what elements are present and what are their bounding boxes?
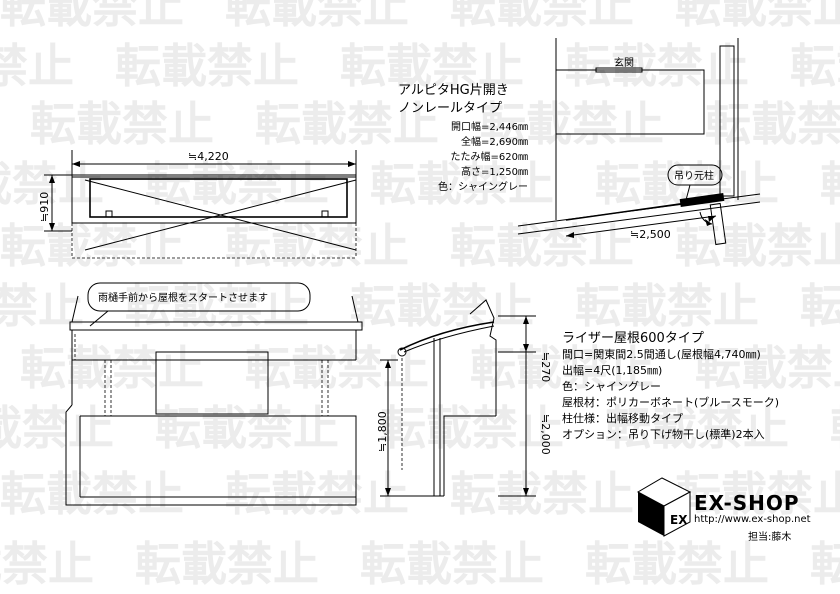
roof-side-view: ≒1,800 ≒270 ≒2,000 <box>376 299 552 497</box>
fence-spec-3: 高さ=1,250㎜ <box>461 165 528 178</box>
pillar-callout: 吊り元柱 <box>674 169 714 182</box>
fence-spec-0: 開口幅=2,446㎜ <box>451 120 528 133</box>
roof-spec-4: 柱仕様：出幅移動タイプ <box>562 411 683 425</box>
fence-title-line2: ノンレールタイプ <box>398 101 502 116</box>
fence-spec-2: たたみ幅=620㎜ <box>451 150 528 163</box>
fence-spec-4: 色：シャイングレー <box>438 180 528 193</box>
logo-url: http://www.ex-shop.net <box>694 514 811 525</box>
entrance-label: 玄関 <box>614 56 634 69</box>
fence-height-dim: ≒910 <box>38 192 51 222</box>
roof-title: ライザー屋根600タイプ <box>562 331 704 346</box>
exshop-logo: EX <box>636 477 692 537</box>
roof-top-dim: ≒270 <box>539 352 552 382</box>
roof-spec-1: 出幅=4尺(1,185㎜) <box>562 363 662 377</box>
fence-side-view: 玄関 ≒2,500 吊り元柱 <box>517 38 761 246</box>
roof-total-dim: ≒2,000 <box>539 414 552 455</box>
fence-width-dim: ≒4,220 <box>188 150 229 163</box>
staff-label: 担当:藤木 <box>748 530 791 543</box>
roof-spec-2: 色：シャイングレー <box>562 379 661 393</box>
roof-low-dim: ≒1,800 <box>376 411 389 452</box>
fence-title-line1: アルピタHG片開き <box>398 83 509 98</box>
fence-plan-view: ≒4,220 ≒910 <box>38 150 357 259</box>
roof-spec-5: オプション：吊り下げ物干し(標準)2本入 <box>562 427 765 441</box>
roof-spec-0: 間口=関東間2.5間通し(屋根幅4,740㎜) <box>562 347 761 361</box>
fence-slope-dim: ≒2,500 <box>630 228 671 241</box>
roof-spec-3: 屋根材：ポリカーボネート(ブルースモーク) <box>562 395 779 409</box>
fence-spec-block: アルピタHG片開き ノンレールタイプ 開口幅=2,446㎜ 全幅=2,690㎜ … <box>398 83 528 193</box>
roof-spec-block: ライザー屋根600タイプ 間口=関東間2.5間通し(屋根幅4,740㎜) 出幅=… <box>562 331 779 441</box>
roof-front-view: 雨樋手前から屋根をスタートさせます <box>65 282 363 506</box>
logo-brand: EX-SHOP <box>694 491 800 515</box>
roof-callout: 雨樋手前から屋根をスタートさせます <box>98 291 268 304</box>
svg-text:EX: EX <box>670 513 688 527</box>
fence-spec-1: 全幅=2,690㎜ <box>461 135 528 148</box>
